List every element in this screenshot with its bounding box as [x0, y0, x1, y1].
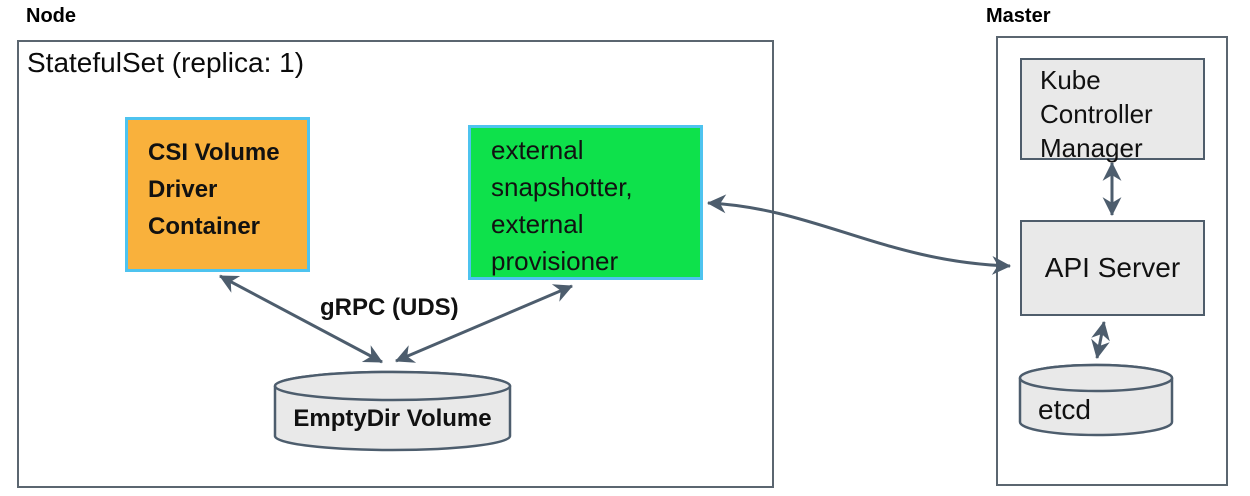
emptydir-volume-cylinder — [273, 370, 512, 452]
emptydir-volume-label: EmptyDir Volume — [293, 405, 492, 432]
arrow-sidecar-api-server — [706, 194, 1012, 275]
etcd-cylinder — [1018, 363, 1174, 437]
external-snapshotter-provisioner-box: external snapshotter, external provision… — [468, 125, 703, 280]
csi-volume-driver-container-box: CSI Volume Driver Container — [125, 117, 310, 272]
kube-controller-manager-box: Kube Controller Manager — [1020, 58, 1205, 163]
arrow-api-server-etcd — [1091, 320, 1110, 360]
api-server-box: API Server — [1020, 220, 1205, 316]
master-group-label: Master — [986, 5, 1051, 27]
api-server-label: API Server — [1044, 252, 1181, 283]
node-group-label: Node — [26, 5, 76, 27]
arrow-sidecar-emptydir — [395, 284, 573, 363]
statefulset-title: StatefulSet (replica: 1) — [27, 47, 305, 78]
etcd-label: etcd — [1038, 394, 1091, 425]
arrow-csi-driver-emptydir — [219, 274, 383, 364]
